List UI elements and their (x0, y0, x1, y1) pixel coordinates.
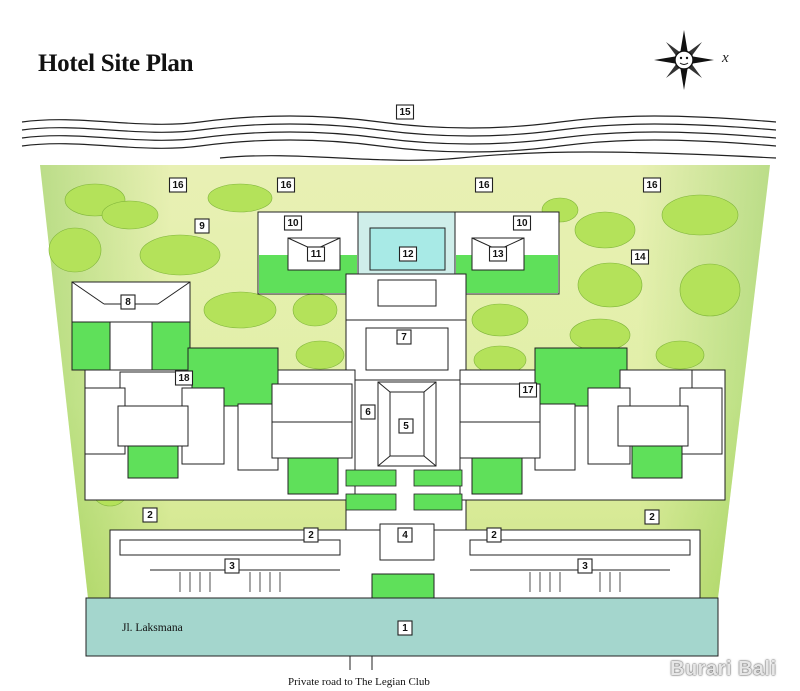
map-marker-label: 13 (492, 249, 504, 260)
map-marker-16: 16 (276, 177, 296, 193)
parking-bays (179, 572, 621, 592)
compass-sun-icon (654, 30, 714, 90)
map-marker-label: 4 (402, 530, 408, 541)
map-marker-6: 6 (360, 404, 376, 420)
map-marker-4: 4 (397, 527, 413, 543)
map-marker-label: 10 (516, 218, 528, 229)
map-marker-16: 16 (168, 177, 188, 193)
map-marker-17: 17 (518, 382, 538, 398)
map-marker-label: 2 (147, 510, 153, 521)
marker-layer: 15 16 16 16 16 9 10 10 11 12 13 14 8 7 18 17 6 5 2 2 2 2 4 3 3 1 (120, 104, 662, 636)
map-marker-7: 7 (396, 329, 412, 345)
map-marker-label: 3 (229, 561, 235, 572)
map-marker-label: 16 (478, 180, 490, 191)
west-wing (84, 347, 356, 501)
map-marker-9: 9 (194, 218, 210, 234)
map-marker-label: 11 (311, 249, 322, 260)
map-title: Hotel Site Plan (38, 50, 194, 77)
road-label: Jl. Laksmana (122, 622, 183, 634)
private-road (349, 656, 373, 670)
map-marker-label: 2 (649, 512, 655, 523)
map-marker-11: 11 (306, 246, 326, 262)
map-marker-3: 3 (577, 558, 593, 574)
map-marker-label: 8 (125, 297, 131, 308)
map-marker-label: 5 (403, 421, 409, 432)
map-marker-label: 16 (172, 180, 184, 191)
map-marker-2: 2 (486, 527, 502, 543)
compass-label: x (722, 50, 729, 66)
ocean-waves (21, 115, 777, 161)
map-marker-1: 1 (397, 620, 413, 636)
map-marker-label: 18 (178, 373, 190, 384)
map-marker-15: 15 (395, 104, 415, 120)
map-marker-2: 2 (303, 527, 319, 543)
driveway (109, 523, 701, 599)
map-marker-8: 8 (120, 294, 136, 310)
map-marker-label: 9 (199, 221, 205, 232)
east-wing (459, 347, 726, 501)
map-marker-label: 2 (491, 530, 497, 541)
beach-pavilion (257, 211, 560, 327)
map-marker-label: 10 (287, 218, 299, 229)
map-marker-label: 7 (401, 332, 407, 343)
map-marker-10: 10 (512, 215, 532, 231)
map-marker-2: 2 (644, 509, 660, 525)
map-marker-label: 15 (399, 107, 411, 118)
map-marker-18: 18 (174, 370, 194, 386)
map-marker-label: 3 (582, 561, 588, 572)
map-marker-16: 16 (474, 177, 494, 193)
map-marker-5: 5 (398, 418, 414, 434)
map-marker-label: 16 (280, 180, 292, 191)
map-marker-label: 6 (365, 407, 371, 418)
map-marker-label: 16 (646, 180, 658, 191)
watermark: Burari Bali (670, 658, 777, 680)
map-marker-10: 10 (283, 215, 303, 231)
map-marker-label: 12 (402, 249, 414, 260)
private-road-label: Private road to The Legian Club (288, 676, 430, 688)
map-marker-label: 17 (522, 385, 534, 396)
map-marker-label: 2 (308, 530, 314, 541)
map-marker-13: 13 (488, 246, 508, 262)
map-marker-12: 12 (398, 246, 418, 262)
building-8 (71, 281, 191, 371)
map-marker-3: 3 (224, 558, 240, 574)
map-marker-16: 16 (642, 177, 662, 193)
map-marker-label: 14 (634, 252, 646, 263)
map-marker-label: 1 (402, 623, 408, 634)
lobby-lawns (345, 469, 463, 511)
map-marker-14: 14 (630, 249, 650, 265)
map-marker-2: 2 (142, 507, 158, 523)
